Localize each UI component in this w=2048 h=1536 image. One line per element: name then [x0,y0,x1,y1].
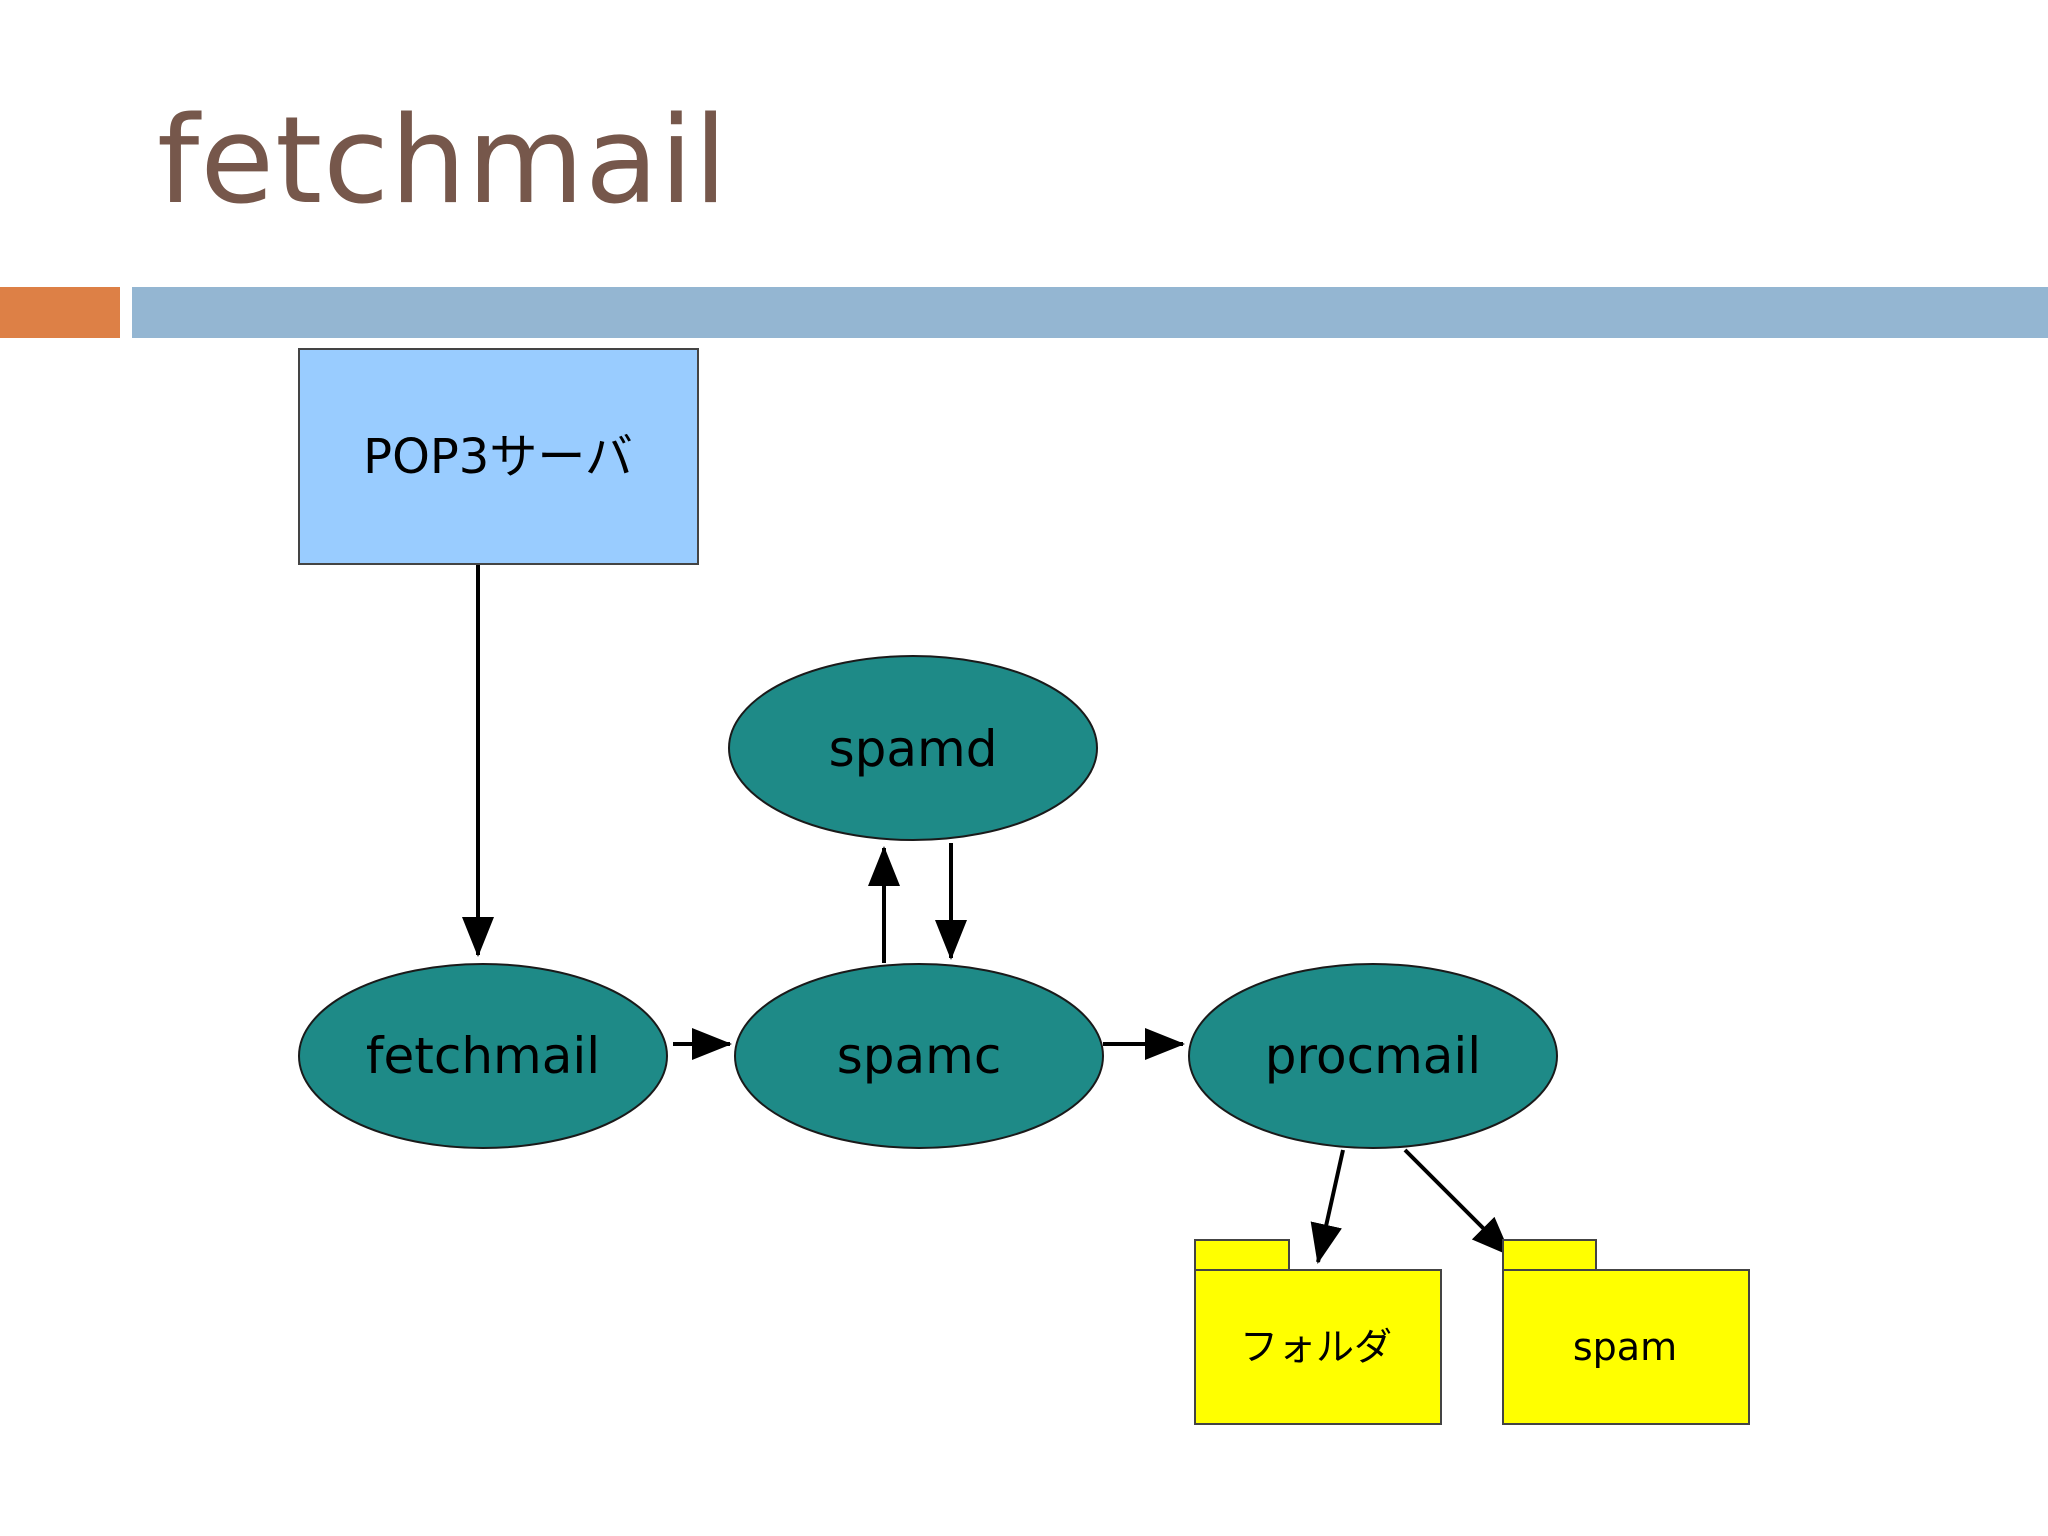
edge-procmail-to-folder [1310,1149,1345,1264]
pop3-server-box [298,348,699,565]
fetchmail-label: fetchmail [366,1027,600,1085]
procmail-ellipse [1188,963,1558,1149]
node-spamd: spamd [728,655,1098,841]
title-accent-bar-blue [132,287,2048,338]
spamc-label: spamc [837,1027,1002,1085]
node-folder: フォルダ [1194,1239,1442,1425]
slide-title: fetchmail [157,92,729,231]
spamd-label: spamd [829,720,998,778]
node-spam-folder: spam [1502,1239,1750,1425]
spamd-ellipse [728,655,1098,841]
spam-folder-label: spam [1573,1325,1677,1369]
folder-icon [1194,1239,1442,1425]
title-accent-bar-orange [0,287,120,338]
node-procmail: procmail [1188,963,1558,1149]
edge-procmail-to-spam [1403,1148,1512,1257]
node-fetchmail: fetchmail [298,963,668,1149]
spamc-ellipse [734,963,1104,1149]
procmail-label: procmail [1265,1027,1481,1085]
pop3-server-label: POP3サーバ [363,429,633,485]
fetchmail-ellipse [298,963,668,1149]
folder-label: フォルダ [1240,1325,1392,1369]
spam-folder-icon [1502,1239,1750,1425]
node-spamc: spamc [734,963,1104,1149]
edges [462,565,1512,1264]
node-pop3-server: POP3サーバ [298,348,699,565]
